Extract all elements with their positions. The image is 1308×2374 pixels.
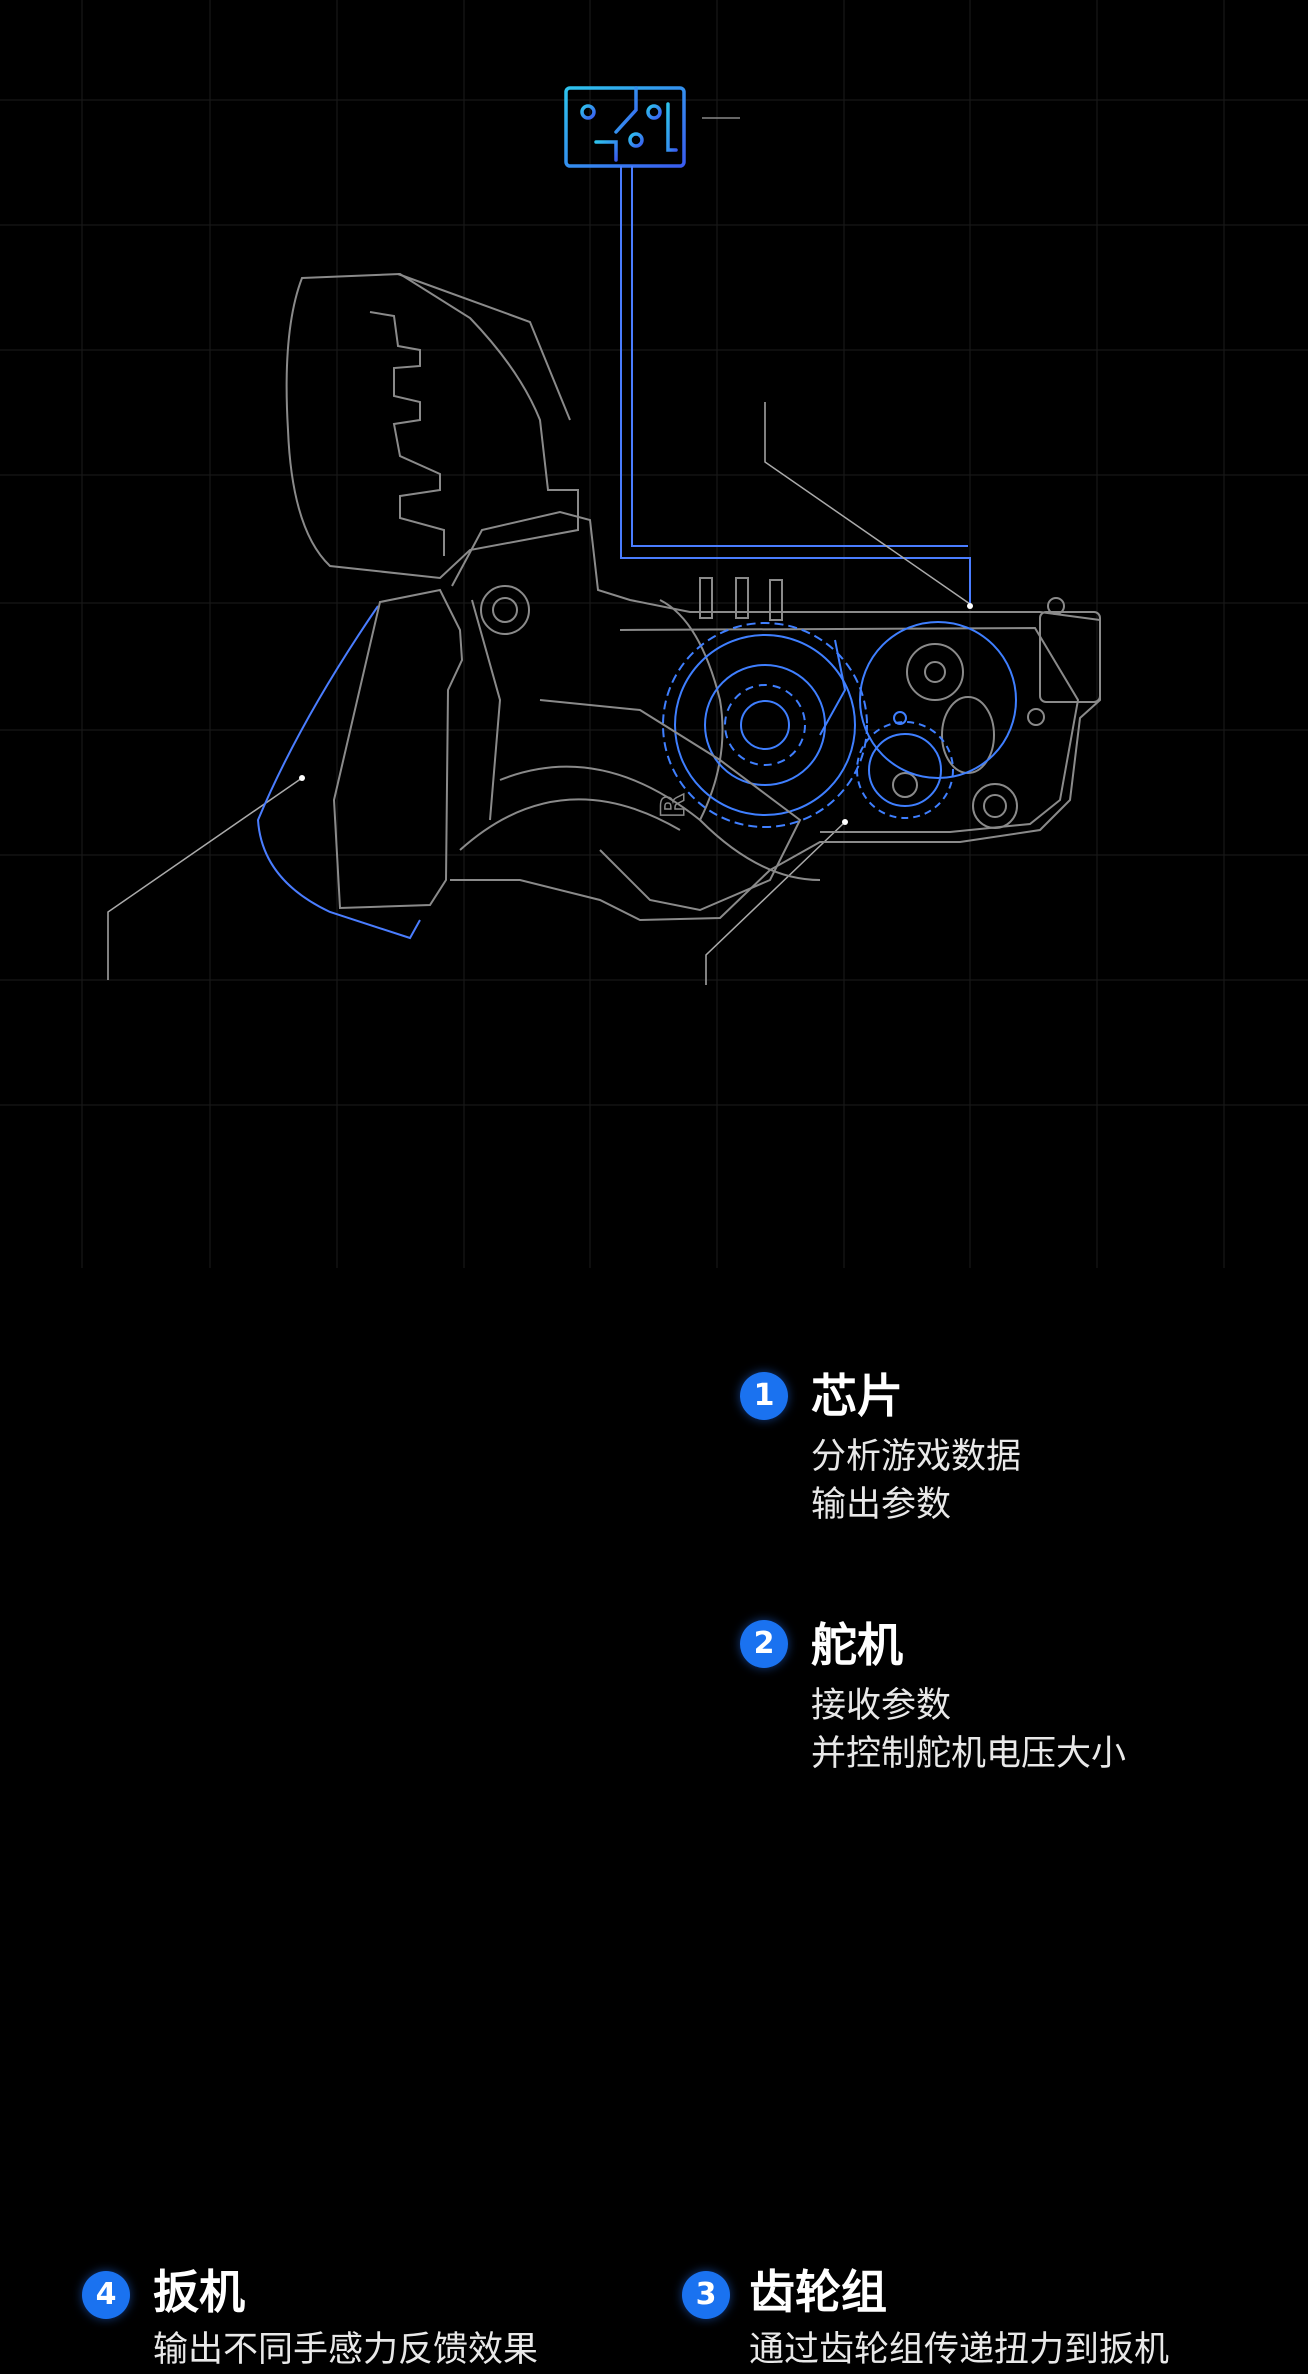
chip-icon xyxy=(546,86,704,168)
trigger-cap-outline xyxy=(285,272,579,580)
callout-title: 芯片 xyxy=(811,1369,903,1423)
callout-description-line: 通过齿轮组传递扭力到扳机 xyxy=(749,2330,1170,2370)
callout-title: 扳机 xyxy=(153,2265,245,2319)
callout-description-line: 输出不同手感力反馈效果 xyxy=(153,2330,539,2370)
callout-description-line: 分析游戏数据 xyxy=(811,1437,1022,1477)
callout-title: 齿轮组 xyxy=(749,2265,887,2319)
housing-outline xyxy=(450,510,1101,922)
callout-number-badge: 4 xyxy=(82,2271,130,2319)
callout-description-line: 接收参数 xyxy=(811,1686,952,1726)
callout-description-line: 输出参数 xyxy=(811,1485,952,1525)
gear-train xyxy=(662,621,1017,828)
leader-lines xyxy=(107,117,971,985)
housing-mark: R xyxy=(654,793,692,818)
callout-number-badge: 1 xyxy=(740,1372,788,1420)
callout-number-badge: 2 xyxy=(740,1620,788,1668)
trigger-outline xyxy=(256,585,802,940)
callout-description-line: 并控制舵机电压大小 xyxy=(811,1734,1127,1774)
background-grid xyxy=(0,0,1308,1268)
callout-title: 舵机 xyxy=(811,1618,903,1672)
callout-number-badge: 3 xyxy=(682,2271,730,2319)
mechanism-illustration: R xyxy=(0,0,1308,1268)
